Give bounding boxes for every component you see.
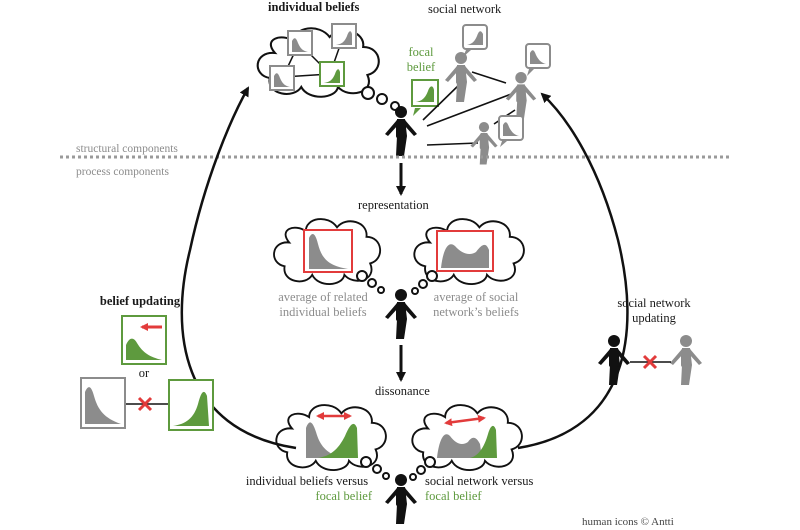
person-icon [670,335,702,385]
cross-icon [642,354,658,370]
dissonance-right-cloud [409,404,523,481]
indiv-versus-label: individual beliefs versus [245,474,369,488]
speech-bubble-icon [498,115,524,147]
belief-distribution-icon [287,30,313,56]
individual-beliefs-cloud [256,23,400,111]
social-versus-focal-label: focal belief [425,489,482,503]
indiv-versus-focal-label: focal belief [315,489,372,503]
representation-label: representation [358,198,429,212]
cross-icon [137,396,153,412]
belief-distribution-icon [331,23,357,49]
avg-related-label: average of related individual beliefs [278,290,368,319]
focal-belief-label: focal belief [406,45,436,74]
dissonance-left-cloud [275,404,390,480]
belief-updating-shift [121,315,167,365]
social-versus-label: social network versus [425,474,534,488]
belief-updating-title: belief updating [99,294,181,308]
structural-components-label: structural components [76,143,178,155]
dissonance-label: dissonance [375,384,430,398]
or-label: or [138,366,150,380]
belief-updating-gray-box [80,377,126,429]
icon-credit: human icons © Antti [582,516,674,528]
speech-bubble-icon [462,24,488,57]
network-update-arrow [517,92,629,450]
individual-beliefs-title: individual beliefs [268,0,360,14]
social-network-updating-title: social network updating [617,296,691,325]
speech-bubble-icon [525,43,551,76]
representation-left-cloud [273,218,385,294]
focal-person-icon [385,106,417,156]
belief-updating-green-box [168,379,214,431]
belief-update-arrow [180,86,297,450]
dissonance-person-icon [385,474,417,524]
representation-right-cloud [411,218,525,295]
avg-social-label: average of social network’s beliefs [433,290,519,319]
social-network-links [422,71,516,146]
focal-belief-bubble [411,79,439,116]
representation-person-icon [385,289,417,339]
belief-distribution-icon [269,65,295,91]
belief-distribution-icon [319,61,345,87]
social-network-title: social network [428,2,502,16]
process-components-label: process components [76,166,169,178]
